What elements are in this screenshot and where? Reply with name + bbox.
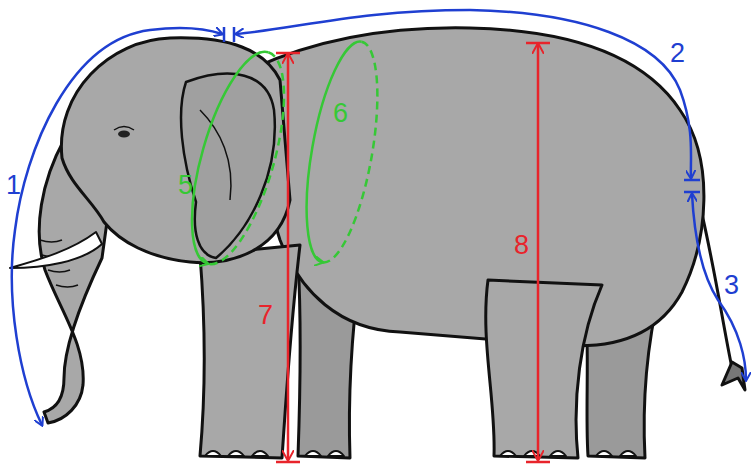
height-number: 7 bbox=[258, 302, 273, 329]
girth-number: 6 bbox=[333, 100, 348, 127]
length-number: 3 bbox=[724, 272, 739, 299]
length-number: 2 bbox=[670, 40, 685, 67]
length-number: 1 bbox=[6, 172, 21, 199]
girth-number: 5 bbox=[178, 172, 193, 199]
height-number: 8 bbox=[514, 232, 529, 259]
